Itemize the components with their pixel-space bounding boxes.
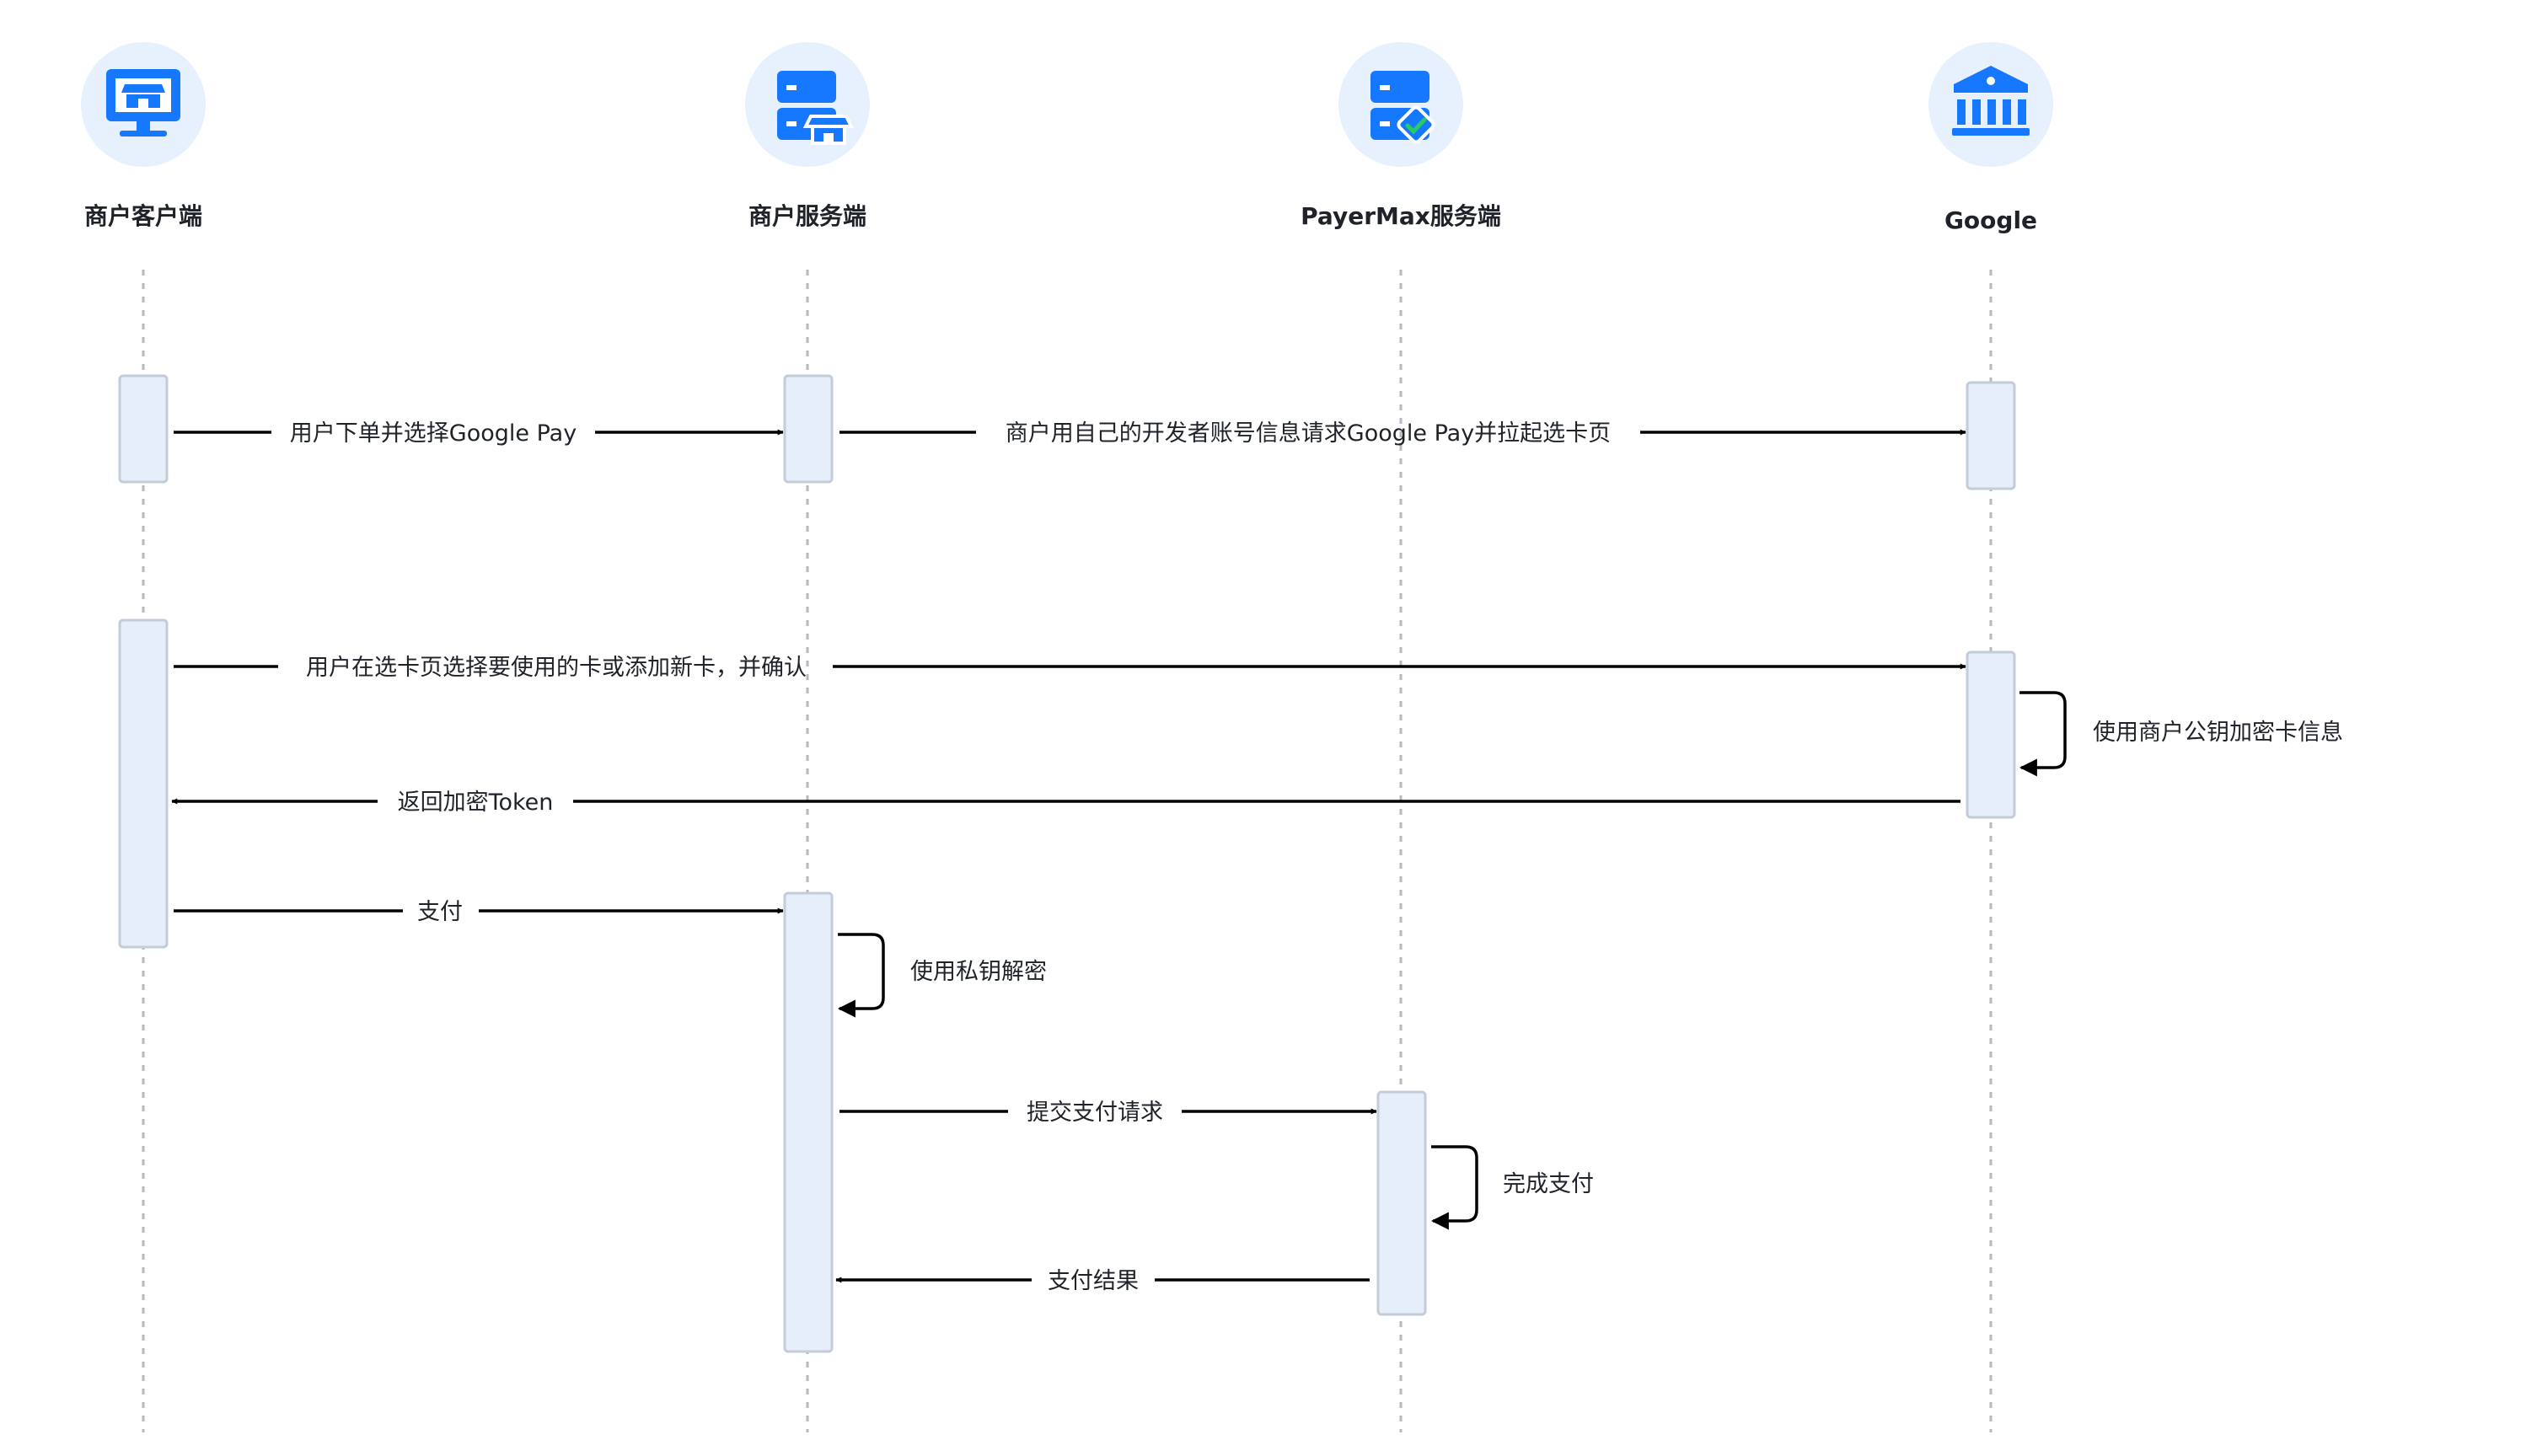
participant-label: 商户客户端 [84,202,202,230]
participant-payermax-server: PayerMax服务端 [1301,42,1501,230]
merchant-server-icon [777,71,855,145]
message-arrow: 支付结果 [835,1268,1370,1294]
self-message-arrow: 使用商户公钥加密卡信息 [2019,691,2343,777]
message-label: 支付 [417,899,463,925]
message-arrow: 提交支付请求 [839,1100,1377,1126]
message-label: 使用商户公钥加密卡信息 [2093,720,2343,746]
message-arrow: 用户下单并选择Google Pay [174,420,784,447]
message-arrow: 支付 [174,899,784,925]
participant-label: 商户服务端 [748,202,866,230]
activation-bar [1966,381,2016,490]
message-label: 商户用自己的开发者账号信息请求Google Pay并拉起选卡页 [1006,420,1611,447]
message-label: 用户在选卡页选择要使用的卡或添加新卡，并确认 [306,655,807,681]
self-message-arrow: 使用私钥解密 [837,933,1047,1018]
self-message-arrow: 完成支付 [1430,1145,1594,1230]
payermax-server-icon [1370,71,1435,144]
message-arrow: 用户在选卡页选择要使用的卡或添加新卡，并确认 [174,655,1966,681]
participant-google: Google [1928,42,2053,234]
participant-merchant-server: 商户服务端 [745,42,870,230]
message-arrow: 返回加密Token [171,790,1960,816]
message-label: 用户下单并选择Google Pay [290,420,577,447]
participant-merchant-client: 商户客户端 [81,42,206,230]
merchant-client-icon [106,69,180,136]
message-label: 使用私钥解密 [910,959,1047,985]
message-label: 支付结果 [1048,1268,1139,1294]
message-label: 完成支付 [1503,1171,1594,1197]
activation-bar [1376,1090,1427,1316]
activation-bar [118,618,169,949]
message-arrow: 商户用自己的开发者账号信息请求Google Pay并拉起选卡页 [839,420,1966,447]
message-label: 返回加密Token [398,790,554,816]
participant-label: Google [1944,206,2037,234]
activation-bar [1966,650,2016,819]
message-label: 提交支付请求 [1027,1100,1163,1126]
bank-icon [1952,66,2030,136]
activation-bar [783,374,834,484]
activation-bar [118,374,169,484]
activation-bar [783,891,834,1353]
participant-label: PayerMax服务端 [1301,202,1501,230]
